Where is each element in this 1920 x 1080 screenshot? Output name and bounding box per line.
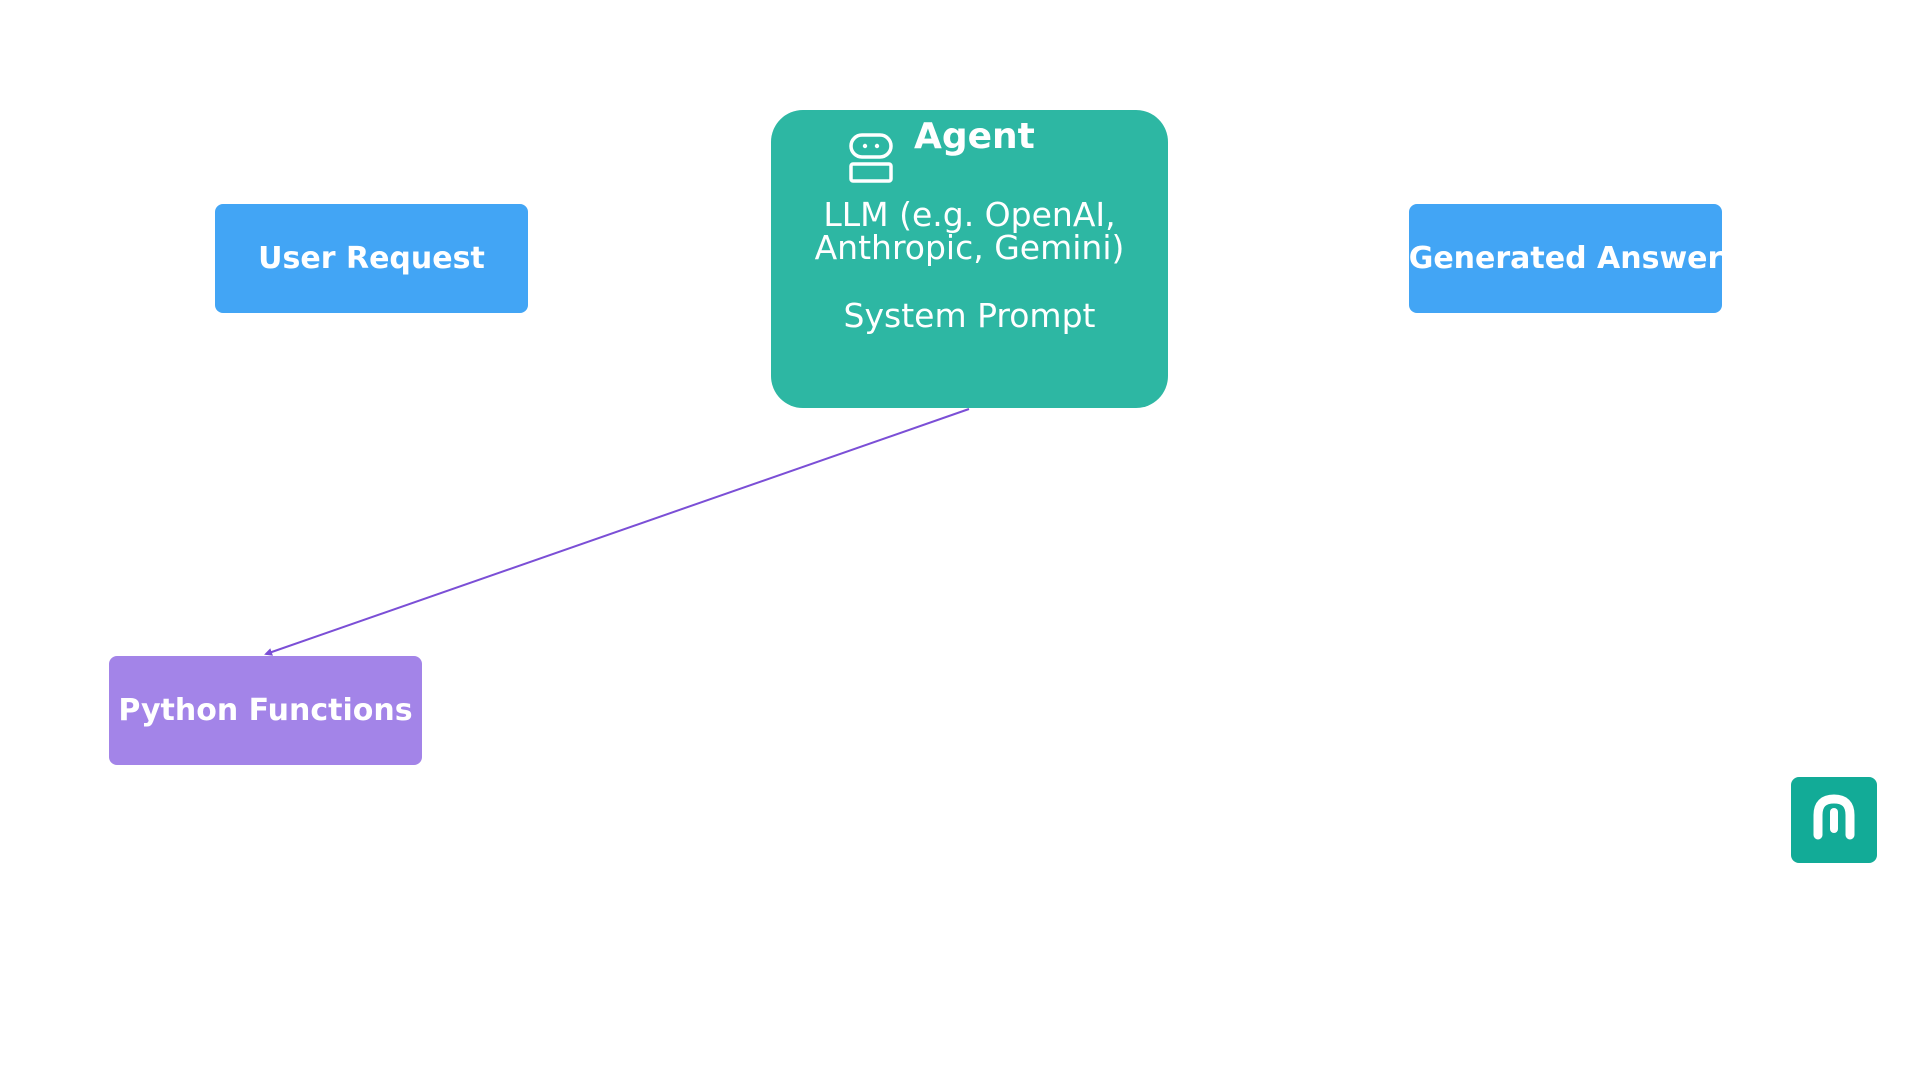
edge-agent-to-python-functions bbox=[264, 408, 970, 656]
agent-llm-line-1: LLM (e.g. OpenAI, bbox=[823, 195, 1116, 234]
generated-answer-node[interactable]: Generated Answer bbox=[1409, 204, 1722, 313]
generated-answer-label: Generated Answer bbox=[1408, 241, 1723, 276]
agent-system-prompt: System Prompt bbox=[843, 296, 1096, 335]
python-functions-label: Python Functions bbox=[118, 693, 413, 728]
robot-icon bbox=[846, 132, 896, 184]
agent-title: Agent bbox=[914, 116, 1035, 157]
agent-llm-line-2: Anthropic, Gemini) bbox=[814, 228, 1125, 267]
agent-llm-text: LLM (e.g. OpenAI, Anthropic, Gemini) bbox=[771, 198, 1168, 264]
python-functions-node[interactable]: Python Functions bbox=[109, 656, 422, 765]
user-request-label: User Request bbox=[258, 241, 485, 276]
agent-node[interactable]: Agent LLM (e.g. OpenAI, Anthropic, Gemin… bbox=[771, 110, 1168, 408]
brand-logo-icon bbox=[1791, 777, 1877, 863]
user-request-node[interactable]: User Request bbox=[215, 204, 528, 313]
